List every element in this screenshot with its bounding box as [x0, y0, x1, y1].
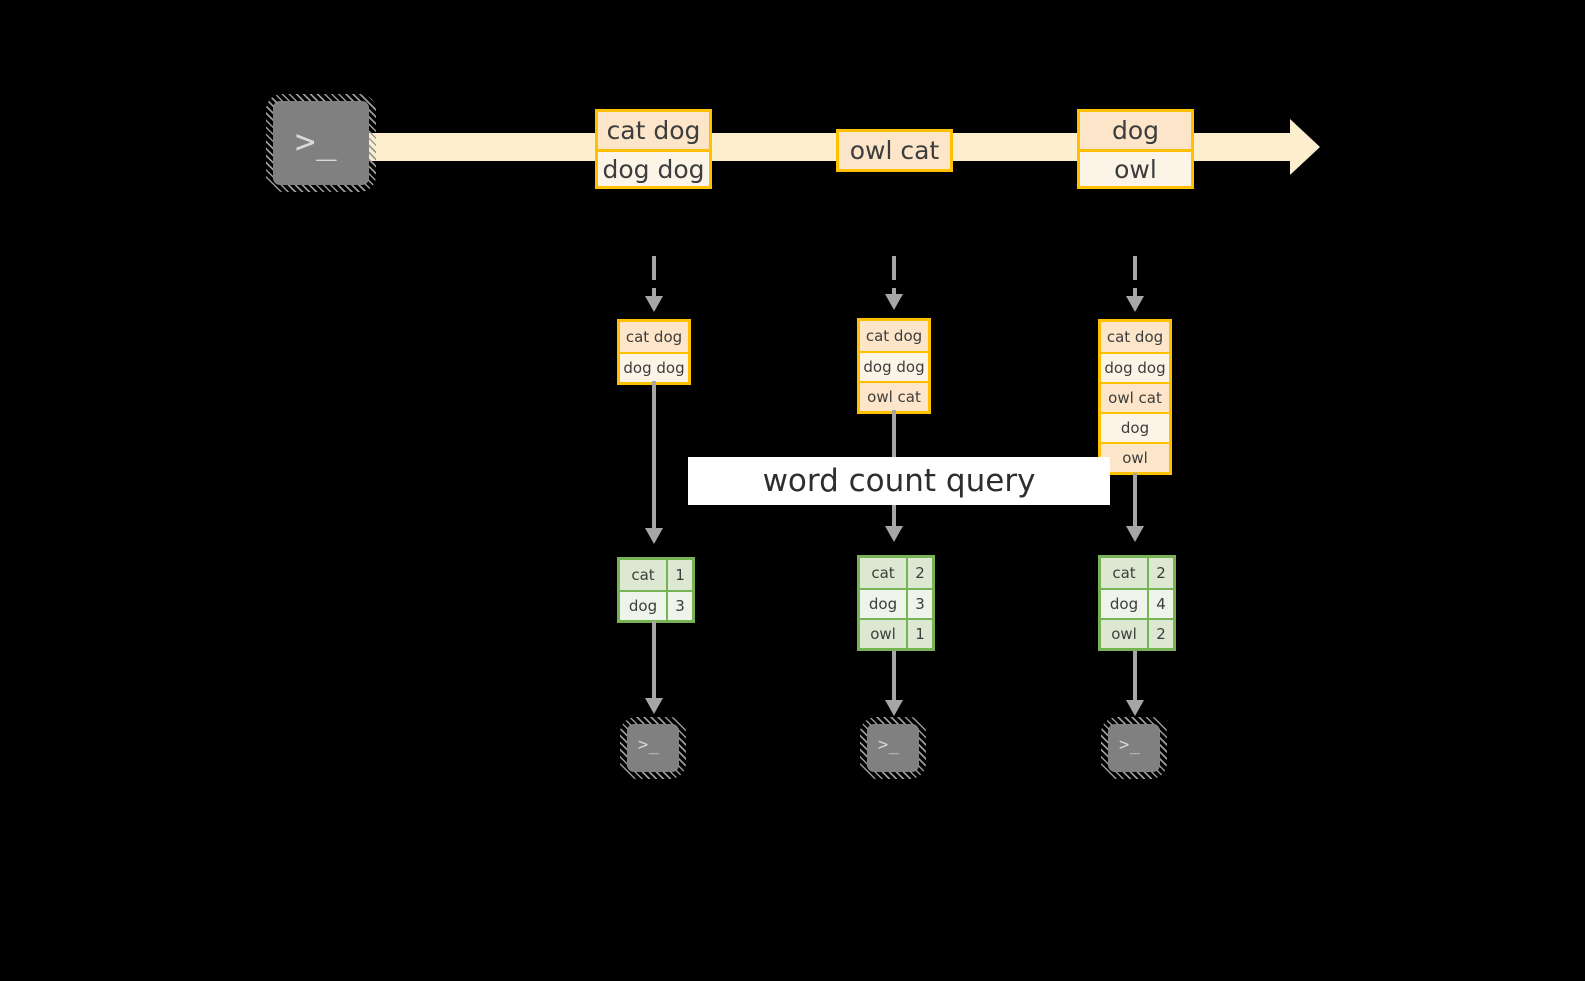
word-cell: dog [1101, 590, 1149, 618]
count-cell: 3 [908, 590, 932, 618]
feed-arrow-head-3 [1126, 296, 1144, 312]
input-line: owl [1101, 442, 1169, 472]
query-label-text: word count query [762, 463, 1036, 499]
count-cell: 2 [1149, 620, 1173, 648]
table-row: cat 2 [1101, 558, 1173, 588]
record-line: owl cat [839, 132, 950, 169]
terminal-prompt-glyph: >_ [878, 735, 900, 755]
terminal-face [1108, 724, 1160, 772]
stream-record-2: owl cat [836, 129, 953, 172]
input-line: dog dog [860, 351, 928, 381]
record-line: owl [1080, 149, 1191, 186]
record-line: dog [1080, 112, 1191, 149]
table-row: dog 3 [860, 588, 932, 618]
snapshot-input-1: cat dog dog dog [617, 319, 691, 385]
query-label-band: word count query [688, 457, 1110, 505]
feed-arrow-dash-2 [892, 256, 896, 280]
input-line: dog dog [1101, 352, 1169, 382]
input-line: cat dog [620, 322, 688, 352]
feed-arrow-dash-3 [1133, 256, 1137, 280]
result-table-3: cat 2 dog 4 owl 2 [1098, 555, 1176, 651]
query-arrow-head-2 [885, 526, 903, 542]
result-table-1: cat 1 dog 3 [617, 557, 695, 623]
feed-arrow-head-2 [885, 294, 903, 310]
feed-arrow-dash-1 [652, 256, 656, 280]
count-cell: 3 [668, 592, 692, 620]
query-arrow-line-3 [1133, 473, 1137, 534]
word-cell: dog [860, 590, 908, 618]
snapshot-input-2: cat dog dog dog owl cat [857, 318, 931, 414]
input-line: owl cat [1101, 382, 1169, 412]
count-cell: 1 [668, 560, 692, 590]
stream-arrowhead [1290, 119, 1320, 175]
table-row: cat 1 [620, 560, 692, 590]
record-line: dog dog [598, 149, 709, 186]
sink-arrow-line-1 [652, 621, 656, 705]
sink-arrow-line-3 [1133, 651, 1137, 707]
word-cell: owl [1101, 620, 1149, 648]
table-row: cat 2 [860, 558, 932, 588]
stream-record-3: dog owl [1077, 109, 1194, 189]
feed-arrow-stub-2 [892, 288, 896, 296]
input-line: dog dog [620, 352, 688, 382]
sink-arrow-head-1 [645, 698, 663, 714]
query-arrow-line-1 [652, 381, 656, 536]
input-line: cat dog [860, 321, 928, 351]
terminal-prompt-glyph: >_ [1119, 735, 1141, 755]
table-row: owl 2 [1101, 618, 1173, 648]
count-cell: 2 [908, 558, 932, 588]
table-row: dog 3 [620, 590, 692, 620]
terminal-face [273, 101, 369, 185]
sink-arrow-head-3 [1126, 700, 1144, 716]
sink-arrow-line-2 [892, 651, 896, 707]
table-row: dog 4 [1101, 588, 1173, 618]
result-table-2: cat 2 dog 3 owl 1 [857, 555, 935, 651]
word-cell: owl [860, 620, 908, 648]
input-line: dog [1101, 412, 1169, 442]
count-cell: 1 [908, 620, 932, 648]
word-cell: cat [860, 558, 908, 588]
terminal-prompt-glyph: >_ [295, 122, 338, 162]
feed-arrow-stub-3 [1133, 288, 1137, 298]
word-cell: cat [1101, 558, 1149, 588]
query-arrow-head-1 [645, 528, 663, 544]
sink-terminal-icon-2[interactable]: >_ [860, 717, 926, 779]
terminal-prompt-glyph: >_ [638, 735, 660, 755]
word-cell: cat [620, 560, 668, 590]
source-terminal-icon[interactable]: >_ [266, 94, 376, 192]
input-line: owl cat [860, 381, 928, 411]
feed-arrow-stub-1 [652, 288, 656, 298]
count-cell: 2 [1149, 558, 1173, 588]
word-cell: dog [620, 592, 668, 620]
query-arrow-head-3 [1126, 526, 1144, 542]
count-cell: 4 [1149, 590, 1173, 618]
feed-arrow-head-1 [645, 296, 663, 312]
terminal-face [867, 724, 919, 772]
table-row: owl 1 [860, 618, 932, 648]
terminal-face [627, 724, 679, 772]
snapshot-input-3: cat dog dog dog owl cat dog owl [1098, 319, 1172, 475]
sink-terminal-icon-1[interactable]: >_ [620, 717, 686, 779]
sink-terminal-icon-3[interactable]: >_ [1101, 717, 1167, 779]
sink-arrow-head-2 [885, 700, 903, 716]
input-line: cat dog [1101, 322, 1169, 352]
record-line: cat dog [598, 112, 709, 149]
stream-record-1: cat dog dog dog [595, 109, 712, 189]
